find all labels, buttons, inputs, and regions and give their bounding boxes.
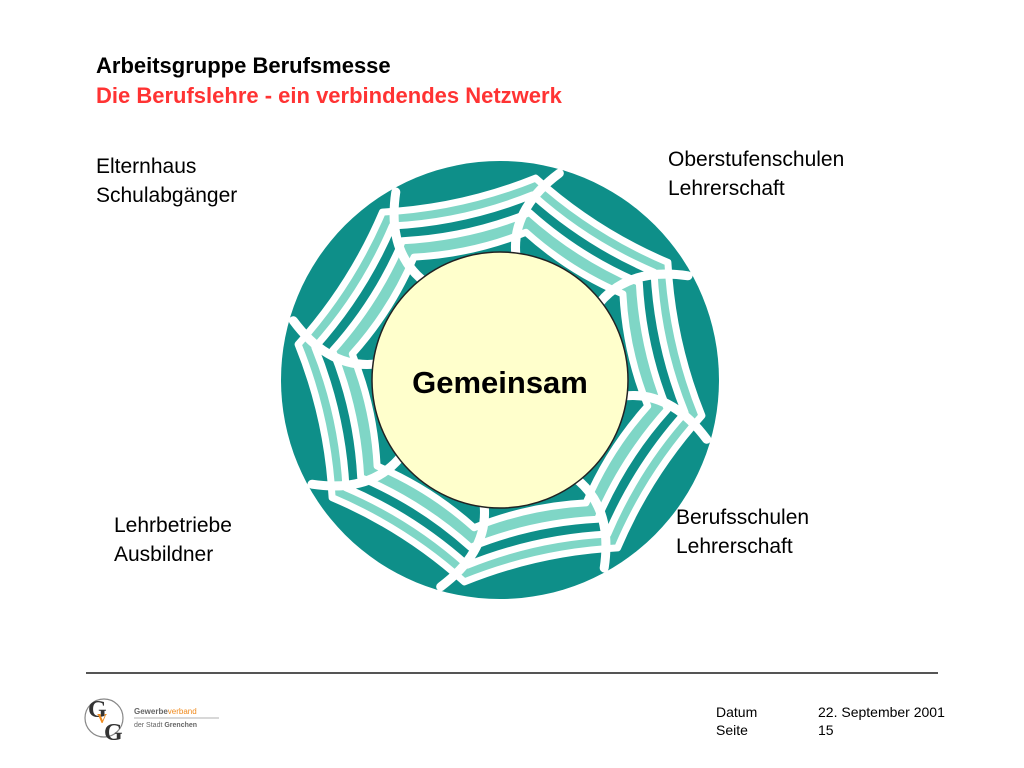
label-line: Elternhaus [96,155,197,178]
seite-label: Seite [716,722,748,738]
label-line: Lehrerschaft [676,535,793,558]
datum-value: 22. September 2001 [818,704,945,720]
label-berufsschulen: Berufsschulen Lehrerschaft [676,503,809,561]
label-line: Schulabgänger [96,184,238,207]
slide-title: Arbeitsgruppe Berufsmesse [96,53,391,78]
slide-subtitle: Die Berufslehre - ein verbindendes Netzw… [96,83,562,108]
center-label: Gemeinsam [412,365,588,400]
svg-text:G: G [104,720,123,746]
center-circle [371,251,629,509]
network-web-diagram: Gemeinsam [281,161,719,599]
label-line: Oberstufenschulen [668,148,845,171]
footer-divider [86,672,938,674]
gvg-monogram-icon: G V G [84,697,124,746]
logo-name: Gewerbeverband [134,707,197,716]
label-elternhaus: Elternhaus Schulabgänger [96,152,237,210]
logo-sub: der Stadt Grenchen [134,722,197,729]
label-oberstufenschulen: Oberstufenschulen Lehrerschaft [668,145,844,203]
svg-text:V: V [97,712,107,727]
label-lehrbetriebe: Lehrbetriebe Ausbildner [114,511,232,569]
gvg-logo: G V G Gewerbeverband der Stadt Grenchen [84,697,219,746]
svg-text:G: G [88,697,107,723]
seite-value: 15 [818,722,834,738]
label-line: Berufsschulen [676,506,810,529]
label-line: Lehrbetriebe [114,514,232,537]
datum-label: Datum [716,704,758,720]
label-line: Ausbildner [114,543,214,566]
label-line: Lehrerschaft [668,177,785,200]
